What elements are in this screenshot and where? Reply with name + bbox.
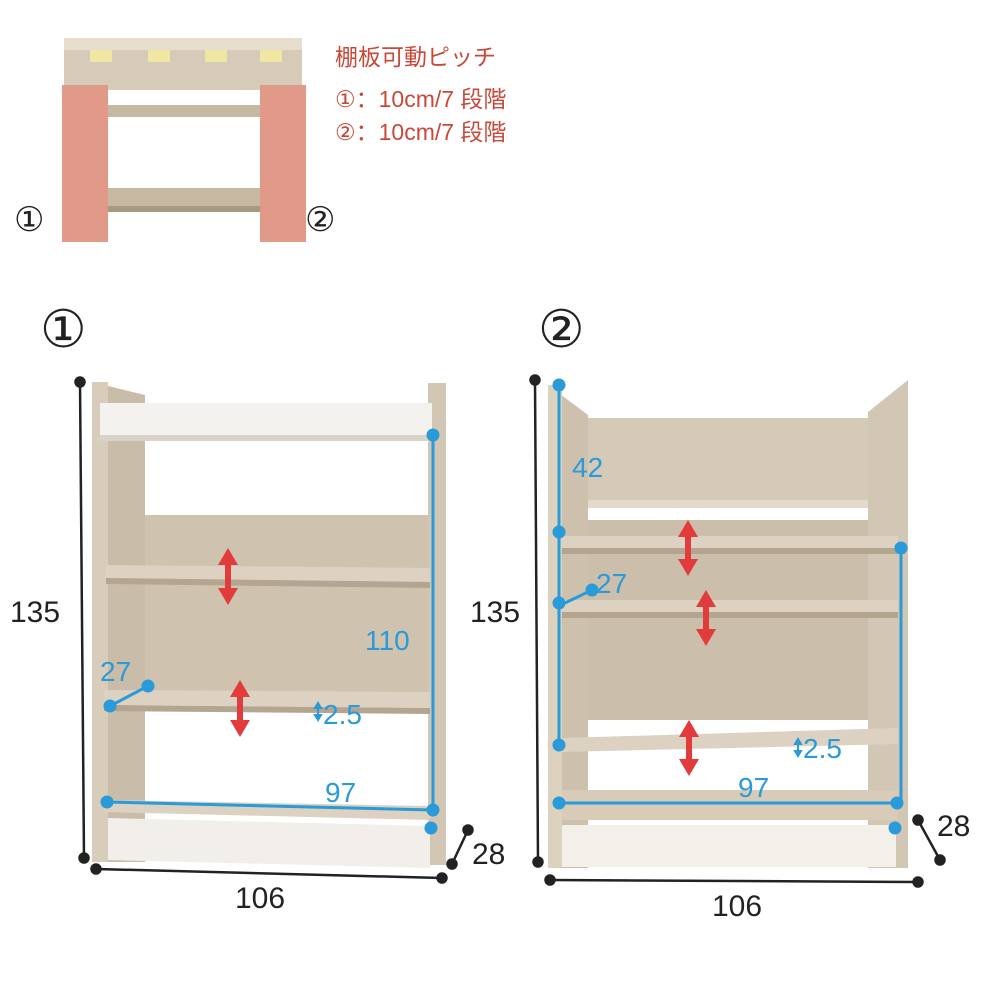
unit2-top-section-label: 42 — [572, 452, 604, 483]
pitch-title: 棚板可動ピッチ — [335, 44, 496, 70]
unit2-height-label: 135 — [470, 596, 521, 629]
pitch-line-2: ②：10cm/7 段階 — [335, 119, 507, 145]
unit1-label: ① — [40, 301, 87, 359]
thumbnail-loft-bed-icon — [62, 38, 306, 242]
unit2-label: ② — [538, 301, 585, 359]
unit1-inner-width-label: 97 — [325, 777, 357, 808]
pitch-line-1: ①：10cm/7 段階 — [335, 86, 507, 112]
unit2-width-label: 106 — [712, 890, 763, 923]
unit2-depth-label: 28 — [937, 810, 971, 843]
unit1-width-label: 106 — [235, 882, 286, 915]
thumbnail-figure — [60, 30, 310, 245]
thumbnail-label-right: ② — [305, 201, 336, 239]
unit1-height-label: 135 — [10, 596, 61, 629]
unit2-lip-label: 2.5 — [803, 733, 842, 764]
unit1-inner-height-label: 110 — [365, 625, 410, 656]
unit1-depth-label: 28 — [472, 838, 506, 871]
unit2-shelf-depth-label: 27 — [596, 568, 628, 599]
unit2-inner-width-label: 97 — [738, 772, 770, 803]
unit1-shelf-depth-label: 27 — [100, 656, 132, 687]
unit1-lip-label: 2.5 — [323, 699, 362, 730]
thumbnail-label-left: ① — [14, 201, 45, 239]
